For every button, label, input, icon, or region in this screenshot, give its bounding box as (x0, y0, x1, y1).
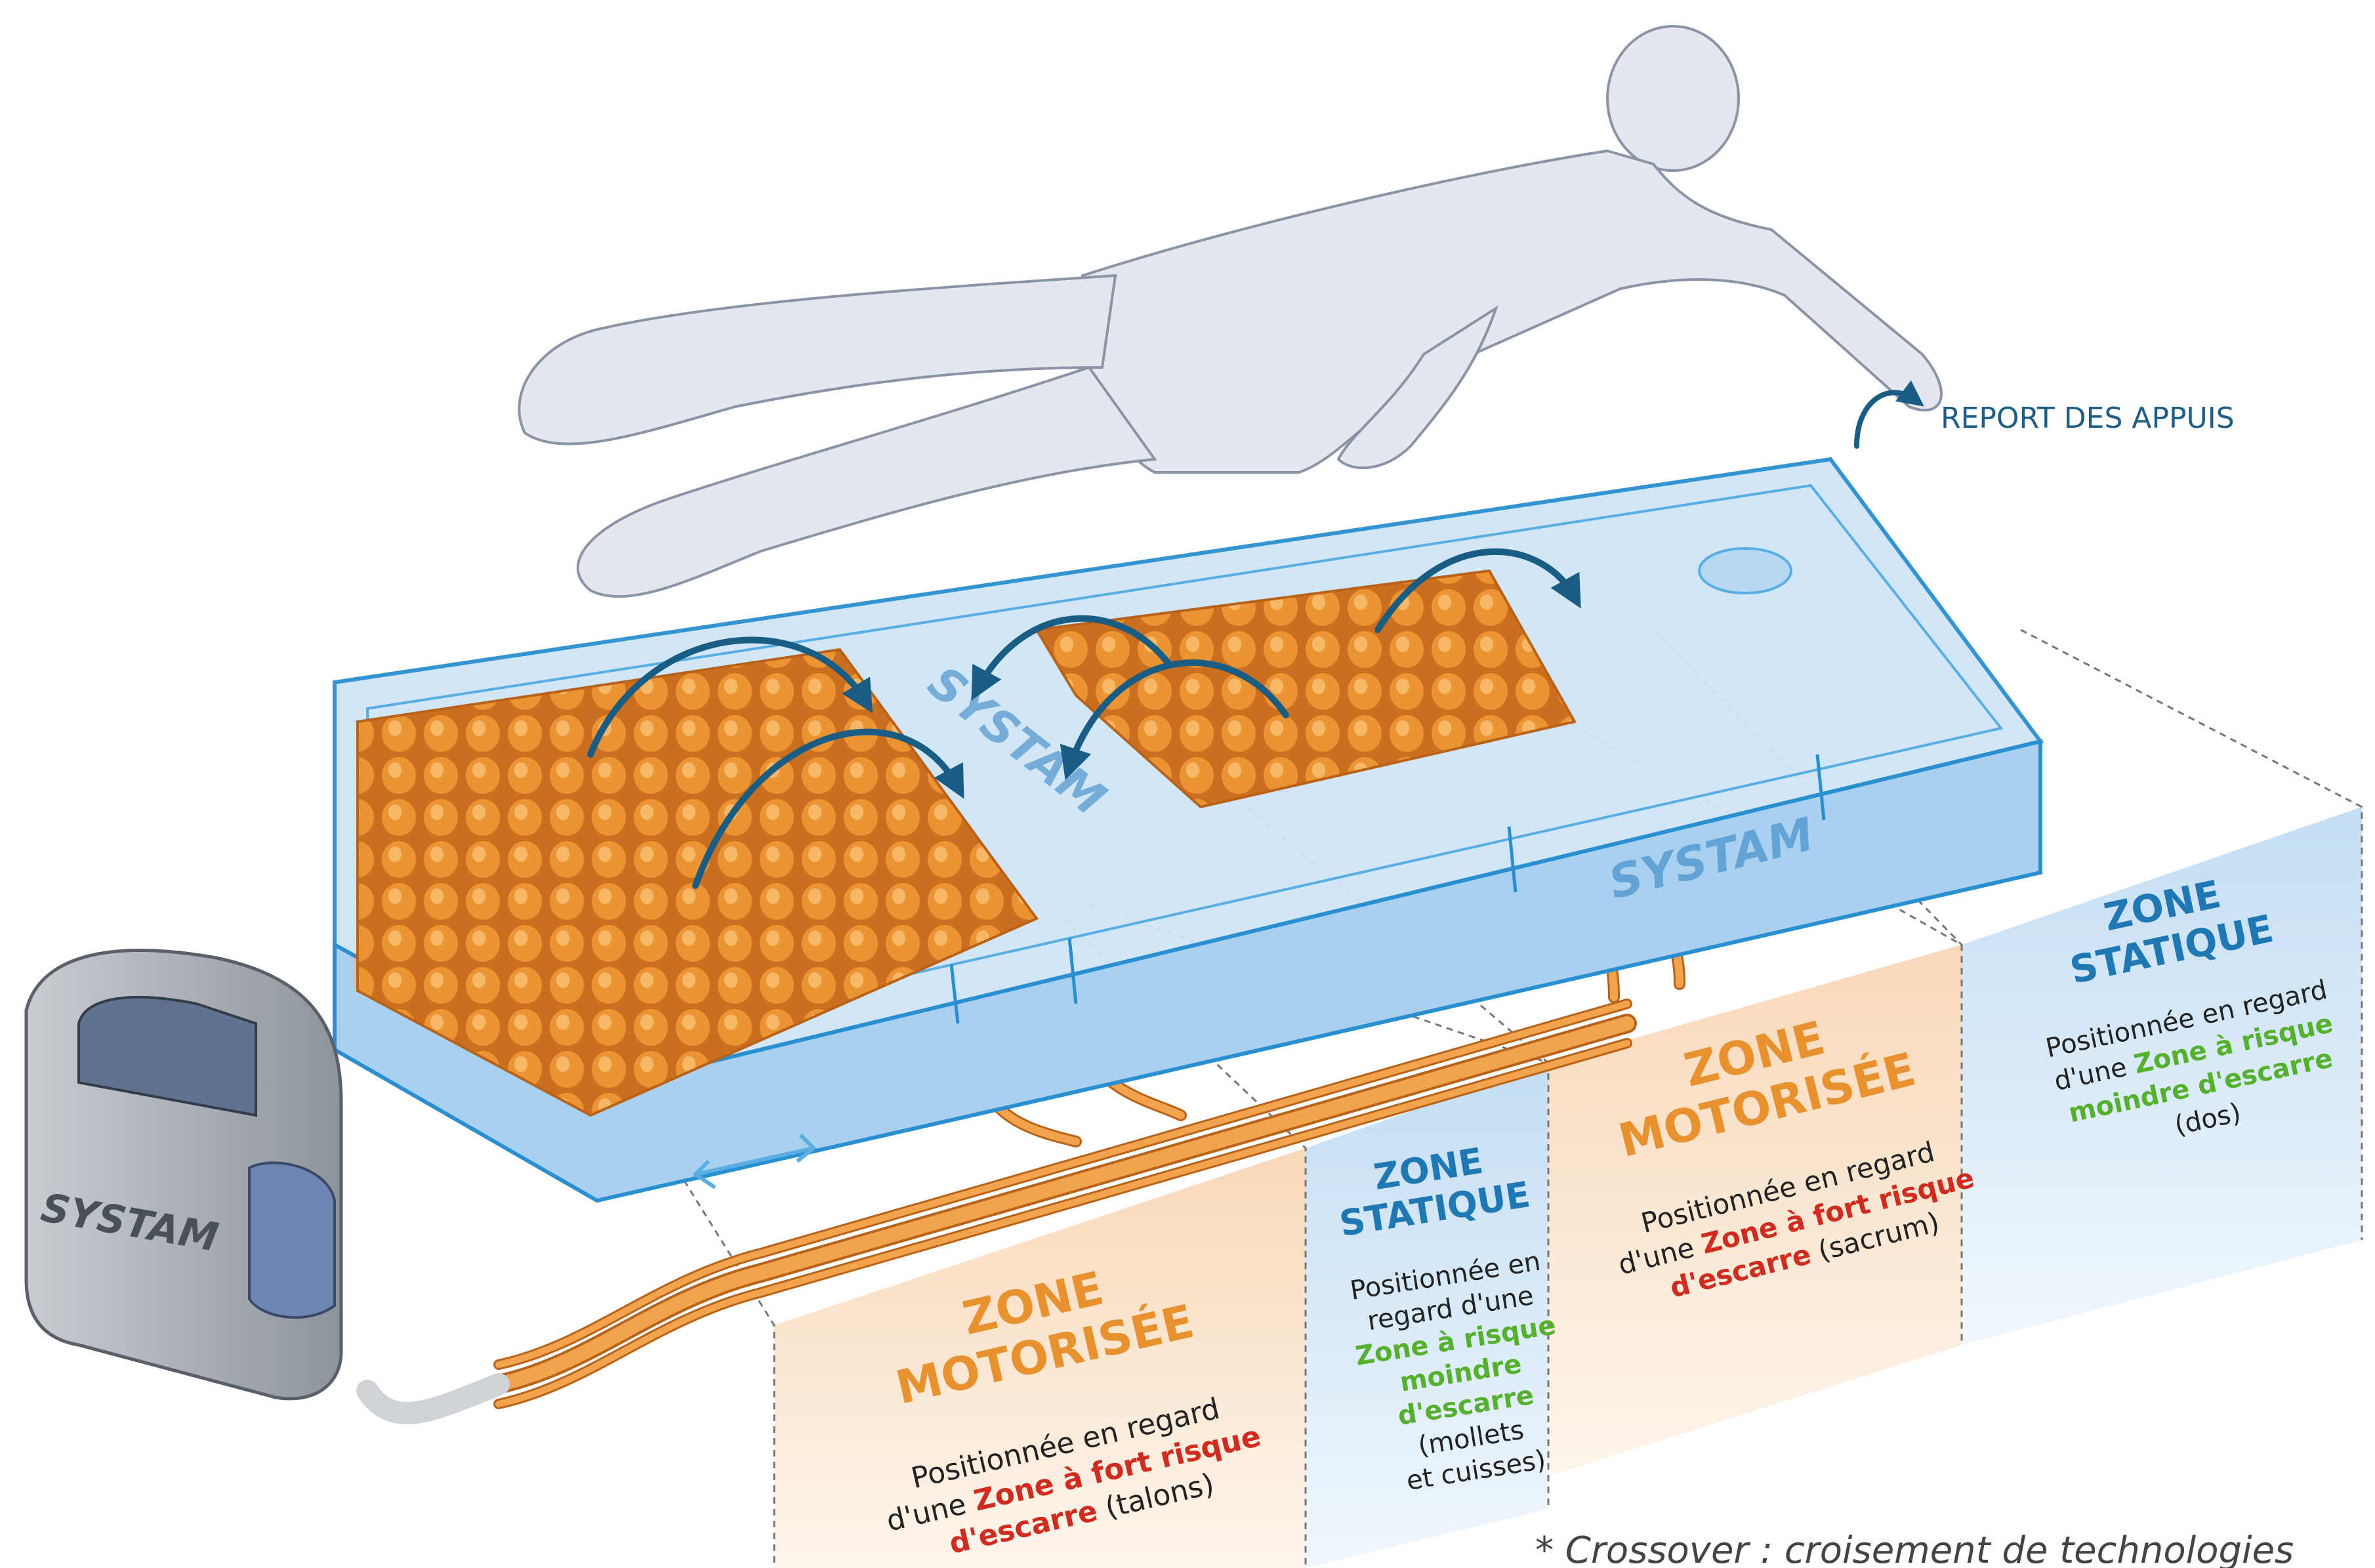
footnote: * Crossover : croisement de technologies (1535, 1529, 2294, 1568)
air-pump: SYSTAM (26, 951, 341, 1399)
legend-label: REPORT DES APPUIS (1941, 402, 2235, 435)
legend: REPORT DES APPUIS (1857, 392, 2235, 446)
mattress-head-hole (1699, 548, 1791, 593)
